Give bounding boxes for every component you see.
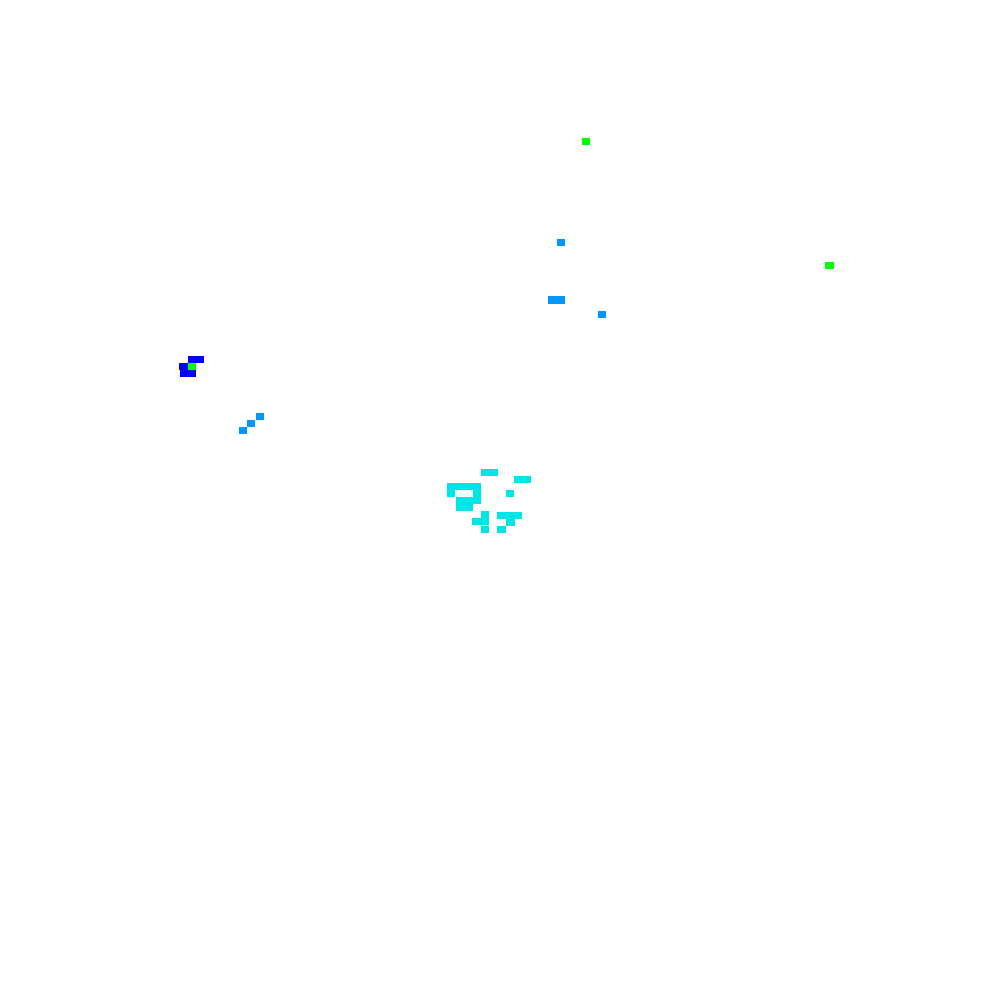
azure-scatter-pixel-2: [548, 296, 565, 304]
cyan-glyph-pixel-14: [497, 526, 506, 533]
cyan-glyph-pixel-10: [497, 512, 522, 519]
blue-mark-pixel-3: [180, 370, 196, 377]
blue-mark-green-center-pixel: [188, 363, 196, 370]
blue-mark-pixel-2: [179, 363, 189, 370]
azure-scatter-pixel-3: [598, 311, 606, 318]
blue-mark-pixel-1: [188, 356, 204, 363]
azure-scatter-pixel-1: [557, 239, 565, 246]
cyan-glyph-pixel-5: [447, 490, 455, 497]
cyan-glyph-pixel-9: [481, 511, 489, 518]
azure-scatter-pixel-6: [239, 427, 247, 434]
cyan-glyph-pixel-7: [456, 497, 481, 504]
cyan-glyph-pixel-13: [481, 526, 489, 533]
cyan-glyph-pixel-11: [472, 518, 489, 525]
cyan-glyph-pixel-4: [506, 490, 514, 497]
green-dot-pixel-2: [825, 262, 834, 269]
azure-scatter-pixel-5: [247, 420, 255, 427]
cyan-glyph-pixel-2: [514, 476, 531, 483]
green-dot-pixel-1: [582, 138, 590, 145]
cyan-glyph-pixel-1: [481, 469, 498, 476]
cyan-glyph-pixel-3: [447, 483, 481, 490]
cyan-glyph-pixel-8: [456, 504, 473, 511]
cyan-glyph-pixel-6: [473, 490, 481, 497]
cyan-glyph-pixel-12: [506, 519, 515, 526]
azure-scatter-pixel-4: [256, 413, 264, 420]
